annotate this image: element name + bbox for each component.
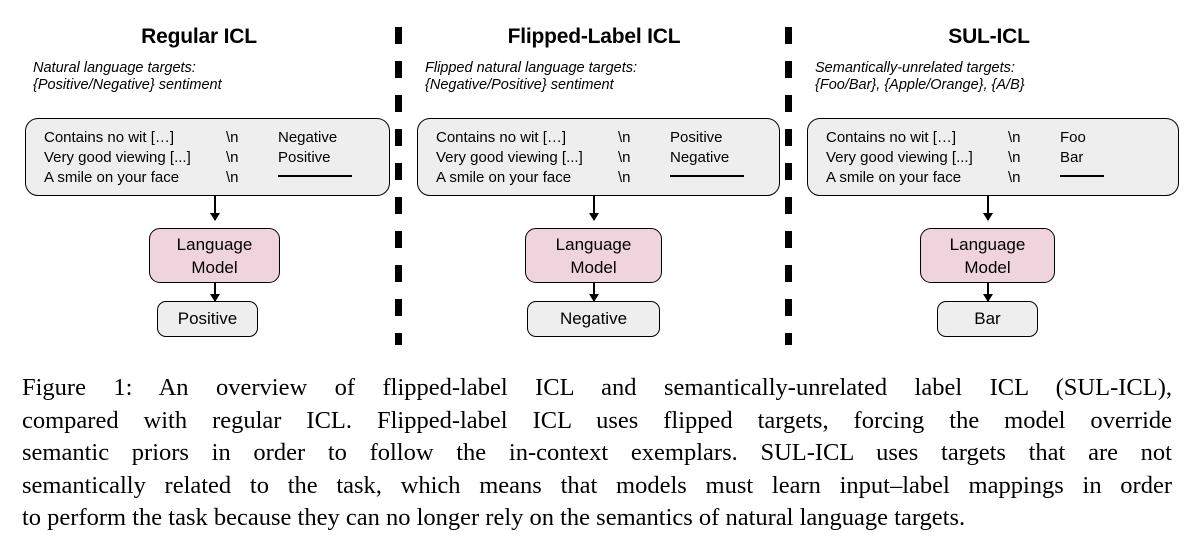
arrow-model-to-output — [983, 283, 993, 302]
exemplar-row: Very good viewing [...] \n Negative — [418, 148, 779, 168]
exemplar-input: Very good viewing [...] — [44, 149, 191, 166]
language-model-label-line1: Language — [949, 235, 1026, 254]
exemplar-target: Negative — [278, 129, 338, 146]
exemplar-input: Very good viewing [...] — [826, 149, 973, 166]
exemplar-separator: \n — [226, 169, 239, 186]
caption-line: to perform the task because they can no … — [22, 504, 966, 531]
panel-title-flipped-label-icl: Flipped-Label ICL — [507, 25, 681, 48]
exemplar-target-blank — [278, 168, 389, 188]
exemplar-separator: \n — [226, 149, 239, 166]
panel-subtitle-line2: {Positive/Negative} sentiment — [33, 77, 222, 93]
exemplar-input: Contains no wit […] — [436, 129, 567, 146]
exemplar-input: Very good viewing [...] — [436, 149, 583, 166]
exemplar-input: Contains no wit […] — [826, 129, 957, 146]
exemplar-separator: \n — [618, 149, 631, 166]
panel-subtitle-line2: {Negative/Positive} sentiment — [425, 77, 614, 93]
language-model-label-line1: Language — [176, 235, 253, 254]
blank-underline — [670, 175, 744, 177]
blank-underline — [1060, 175, 1104, 177]
exemplar-target: Negative — [670, 149, 730, 166]
arrow-exemplars-to-model — [589, 196, 599, 221]
exemplar-box-sul-icl: Contains no wit […] \n Foo Very good vie… — [807, 118, 1179, 196]
exemplar-separator: \n — [618, 129, 631, 146]
panel-subtitle-sul-icl: Semantically-unrelated targets: {Foo/Bar… — [815, 60, 1180, 94]
exemplar-row: Contains no wit […] \n Positive — [418, 128, 779, 148]
panel-subtitle-line1: Flipped natural language targets: — [425, 60, 638, 76]
arrow-model-to-output — [210, 283, 220, 302]
exemplar-input: Contains no wit […] — [44, 129, 175, 146]
exemplar-target: Positive — [670, 129, 723, 146]
exemplar-target-blank — [1060, 168, 1178, 188]
panel-sul-icl: SUL-ICL Semantically-unrelated targets: … — [798, 0, 1180, 360]
caption-line: semantically related to the task, which … — [22, 471, 1172, 499]
panel-divider-dashed-1 — [395, 27, 402, 345]
arrow-exemplars-to-model — [983, 196, 993, 221]
language-model-box-flipped-label-icl: Language Model — [525, 228, 662, 283]
output-box-regular-icl: Positive — [157, 301, 258, 337]
exemplar-target: Foo — [1060, 129, 1086, 146]
figure-diagram: Regular ICL Natural language targets: {P… — [8, 0, 1180, 360]
caption-line: Figure 1: An overview of flipped-label I… — [22, 374, 1172, 401]
exemplar-separator: \n — [1008, 169, 1021, 186]
exemplar-target-blank — [670, 168, 779, 188]
panel-subtitle-line1: Natural language targets: — [33, 60, 196, 76]
output-box-flipped-label-icl: Negative — [527, 301, 660, 337]
exemplar-row: Contains no wit […] \n Negative — [26, 128, 389, 148]
exemplar-input: A smile on your face — [436, 169, 572, 186]
panel-title-sul-icl: SUL-ICL — [948, 25, 1030, 48]
exemplar-row: Contains no wit […] \n Foo — [808, 128, 1178, 148]
exemplar-separator: \n — [618, 169, 631, 186]
panel-subtitle-regular-icl: Natural language targets: {Positive/Nega… — [33, 60, 390, 94]
language-model-box-regular-icl: Language Model — [149, 228, 280, 283]
language-model-label-line1: Language — [555, 235, 632, 254]
exemplar-input: A smile on your face — [44, 169, 180, 186]
exemplar-target: Bar — [1060, 149, 1084, 166]
panel-divider-dashed-2 — [785, 27, 792, 345]
language-model-label-line2: Model — [570, 258, 617, 277]
language-model-label-line2: Model — [964, 258, 1011, 277]
caption-line: semantic priors in order to follow the i… — [22, 439, 1172, 466]
exemplar-row: Very good viewing [...] \n Bar — [808, 148, 1178, 168]
caption-line: compared with regular ICL. Flipped-label… — [22, 406, 1172, 434]
output-box-sul-icl: Bar — [937, 301, 1038, 337]
panel-subtitle-flipped-label-icl: Flipped natural language targets: {Negat… — [425, 60, 780, 94]
panel-title-regular-icl: Regular ICL — [141, 25, 257, 48]
exemplar-separator: \n — [226, 129, 239, 146]
exemplar-row: A smile on your face \n — [26, 168, 389, 188]
figure-caption: Figure 1: An overview of flipped-label I… — [22, 372, 1172, 535]
arrow-model-to-output — [589, 283, 599, 302]
exemplar-row: Very good viewing [...] \n Positive — [26, 148, 389, 168]
panel-flipped-label-icl: Flipped-Label ICL Flipped natural langua… — [408, 0, 780, 360]
panel-subtitle-line1: Semantically-unrelated targets: — [815, 60, 1015, 76]
language-model-box-sul-icl: Language Model — [920, 228, 1055, 283]
exemplar-row: A smile on your face \n — [808, 168, 1178, 188]
exemplar-box-regular-icl: Contains no wit […] \n Negative Very goo… — [25, 118, 390, 196]
exemplar-target: Positive — [278, 149, 331, 166]
panel-regular-icl: Regular ICL Natural language targets: {P… — [8, 0, 390, 360]
exemplar-input: A smile on your face — [826, 169, 962, 186]
exemplar-box-flipped-label-icl: Contains no wit […] \n Positive Very goo… — [417, 118, 780, 196]
exemplar-row: A smile on your face \n — [418, 168, 779, 188]
language-model-label-line2: Model — [191, 258, 238, 277]
arrow-exemplars-to-model — [210, 196, 220, 221]
exemplar-separator: \n — [1008, 129, 1021, 146]
blank-underline — [278, 175, 352, 177]
exemplar-separator: \n — [1008, 149, 1021, 166]
panel-subtitle-line2: {Foo/Bar}, {Apple/Orange}, {A/B} — [815, 77, 1025, 93]
